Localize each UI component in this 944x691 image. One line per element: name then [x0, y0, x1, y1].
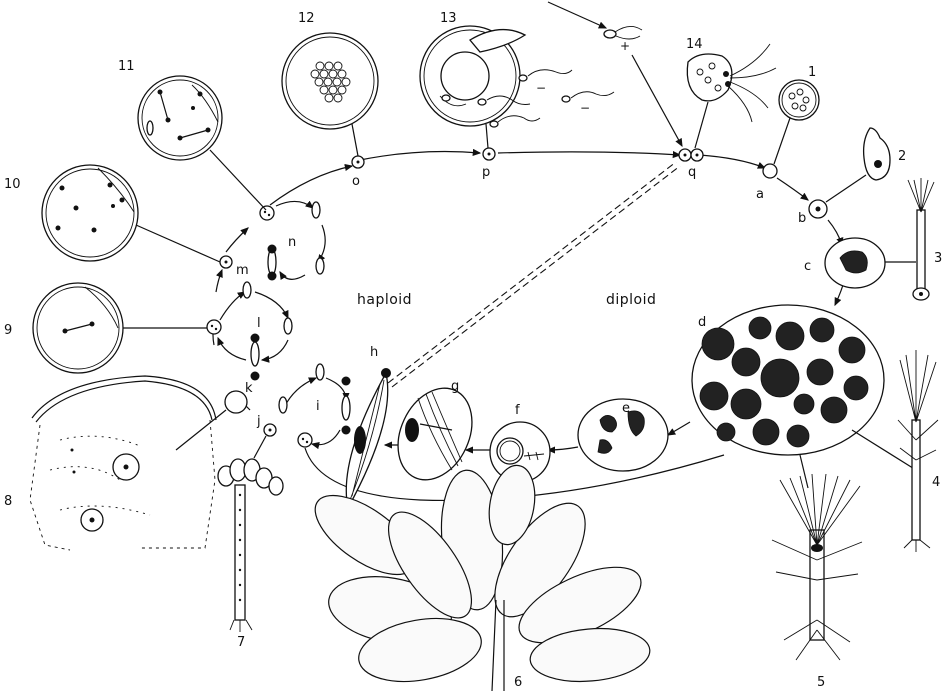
division-cycle-l	[218, 282, 292, 381]
figure-number-13: 13	[440, 11, 457, 26]
stage-letter-p: p	[482, 165, 490, 180]
diploid-label: diploid	[606, 292, 656, 308]
arc-o-p	[360, 152, 480, 160]
svg-text:−: −	[536, 81, 546, 95]
figure-number-6: 6	[514, 675, 522, 690]
dot-n-start	[260, 206, 274, 220]
stage-letter-n: n	[288, 235, 296, 250]
arc-l-m	[216, 270, 222, 292]
figure-8	[30, 376, 226, 550]
figure-14	[687, 44, 776, 148]
arc-m-n	[226, 228, 248, 252]
stage-letter-l: l	[257, 316, 261, 331]
stage-letter-c: c	[804, 259, 811, 274]
division-cycle-n	[268, 201, 326, 280]
figure-1	[774, 80, 819, 164]
stage-letter-a: a	[756, 187, 764, 202]
figure-9	[33, 283, 207, 373]
arc-q-a	[700, 155, 765, 168]
figure-number-7: 7	[237, 635, 245, 650]
figure-11	[138, 76, 266, 210]
dot-i	[298, 433, 312, 447]
stage-letter-q: q	[688, 165, 696, 180]
figure-10	[42, 165, 220, 262]
figure-number-12: 12	[298, 11, 315, 26]
svg-text:+: +	[620, 39, 630, 53]
figure-number-2: 2	[898, 149, 906, 164]
figure-13	[420, 26, 614, 148]
gamete-signs: + − −	[536, 39, 630, 115]
figure-number-9: 9	[4, 323, 12, 338]
arc-a-b	[777, 178, 808, 200]
figure-number-14: 14	[686, 37, 703, 52]
stage-letter-b: b	[798, 211, 806, 226]
figure-2	[826, 128, 890, 202]
haploid-label: haploid	[357, 292, 412, 308]
stage-d	[692, 305, 916, 488]
stage-letter-j: j	[256, 414, 261, 429]
stage-c	[825, 238, 885, 288]
stage-letter-i: i	[316, 399, 320, 414]
arc-e-f	[548, 447, 578, 450]
figure-7	[218, 436, 283, 632]
arc-d-e	[668, 422, 690, 435]
stage-letter-g: g	[451, 379, 459, 394]
dot-a	[763, 164, 777, 178]
figure-number-5: 5	[817, 675, 825, 690]
figure-zoospore-plus	[548, 2, 682, 146]
figure-number-4: 4	[932, 475, 940, 490]
figure-5	[772, 474, 862, 660]
figure-4	[898, 350, 938, 552]
figure-number-8: 8	[4, 494, 12, 509]
stage-letter-m: m	[236, 263, 249, 278]
stage-letter-e: e	[622, 401, 630, 416]
division-cycle-i	[279, 364, 351, 445]
svg-text:−: −	[580, 101, 590, 115]
dashed-link-b	[392, 166, 680, 387]
phase-labels: haploid diploid	[357, 292, 656, 308]
stage-letter-d: d	[698, 315, 706, 330]
figure-number-10: 10	[4, 177, 21, 192]
figure-number-3: 3	[934, 251, 942, 266]
stage-letter-o: o	[352, 174, 360, 189]
stage-letter-h: h	[370, 345, 378, 360]
stage-h	[341, 368, 391, 514]
figure-number-1: 1	[808, 65, 816, 80]
figure-number-11: 11	[118, 59, 135, 74]
dot-l	[207, 320, 221, 334]
stage-letter-k: k	[245, 381, 253, 396]
arc-m-o	[270, 166, 352, 205]
stage-letter-f: f	[515, 403, 520, 418]
dot-k	[225, 391, 247, 413]
dashed-link-a	[388, 162, 676, 383]
arc-p-q	[498, 152, 680, 155]
figure-12	[282, 33, 378, 156]
